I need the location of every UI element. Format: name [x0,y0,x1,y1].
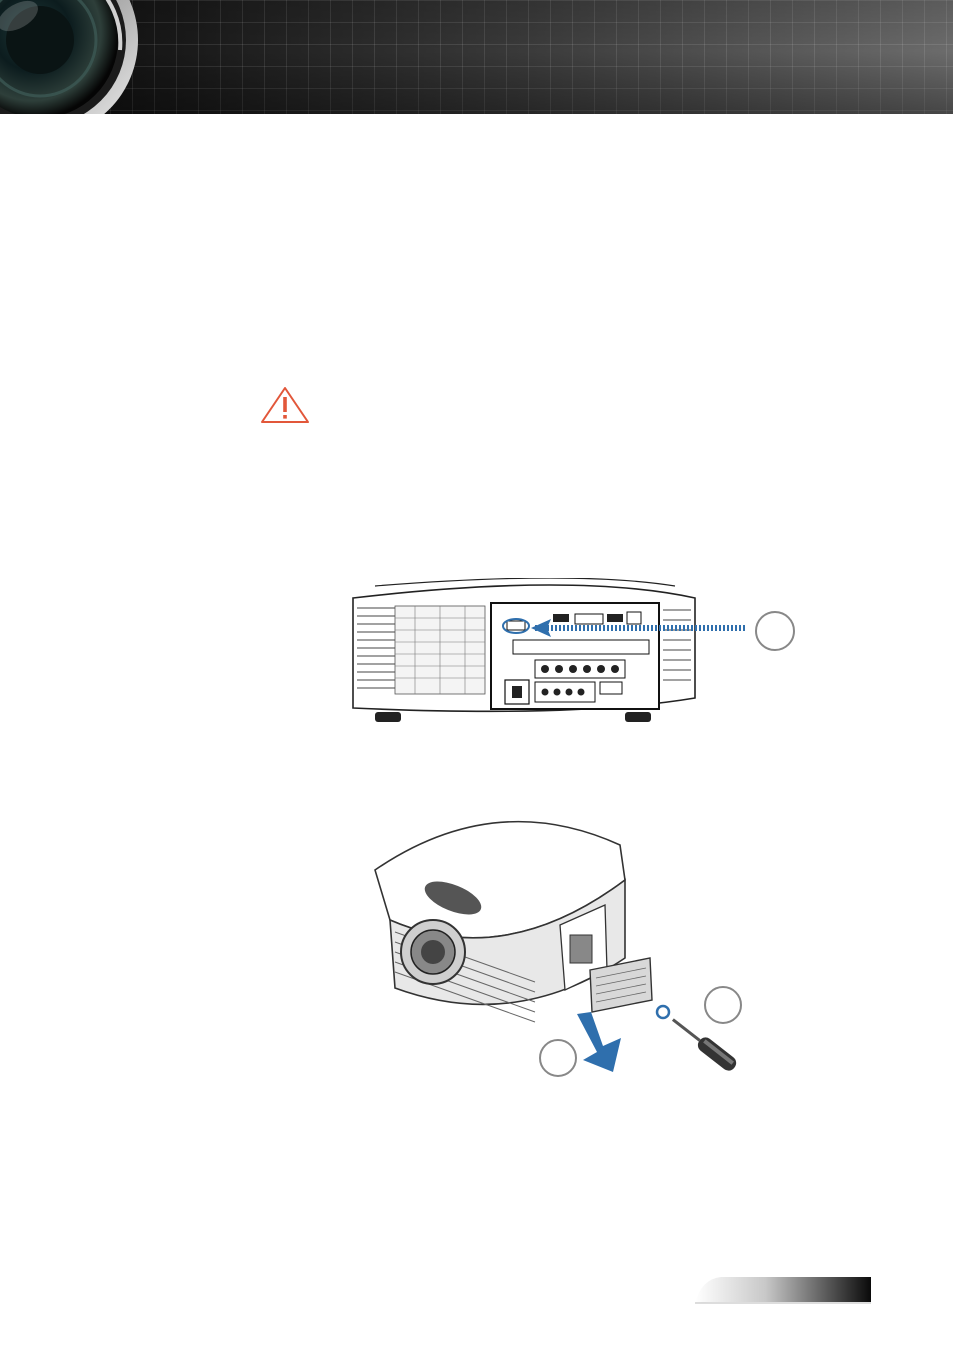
projector-rear-panel-figure [345,578,805,748]
page-tab-gradient [695,1275,871,1304]
projector-module-removal-figure [355,800,760,1085]
header-banner [0,0,953,114]
camera-lens-icon [0,0,170,114]
warning-triangle-icon [260,386,310,424]
